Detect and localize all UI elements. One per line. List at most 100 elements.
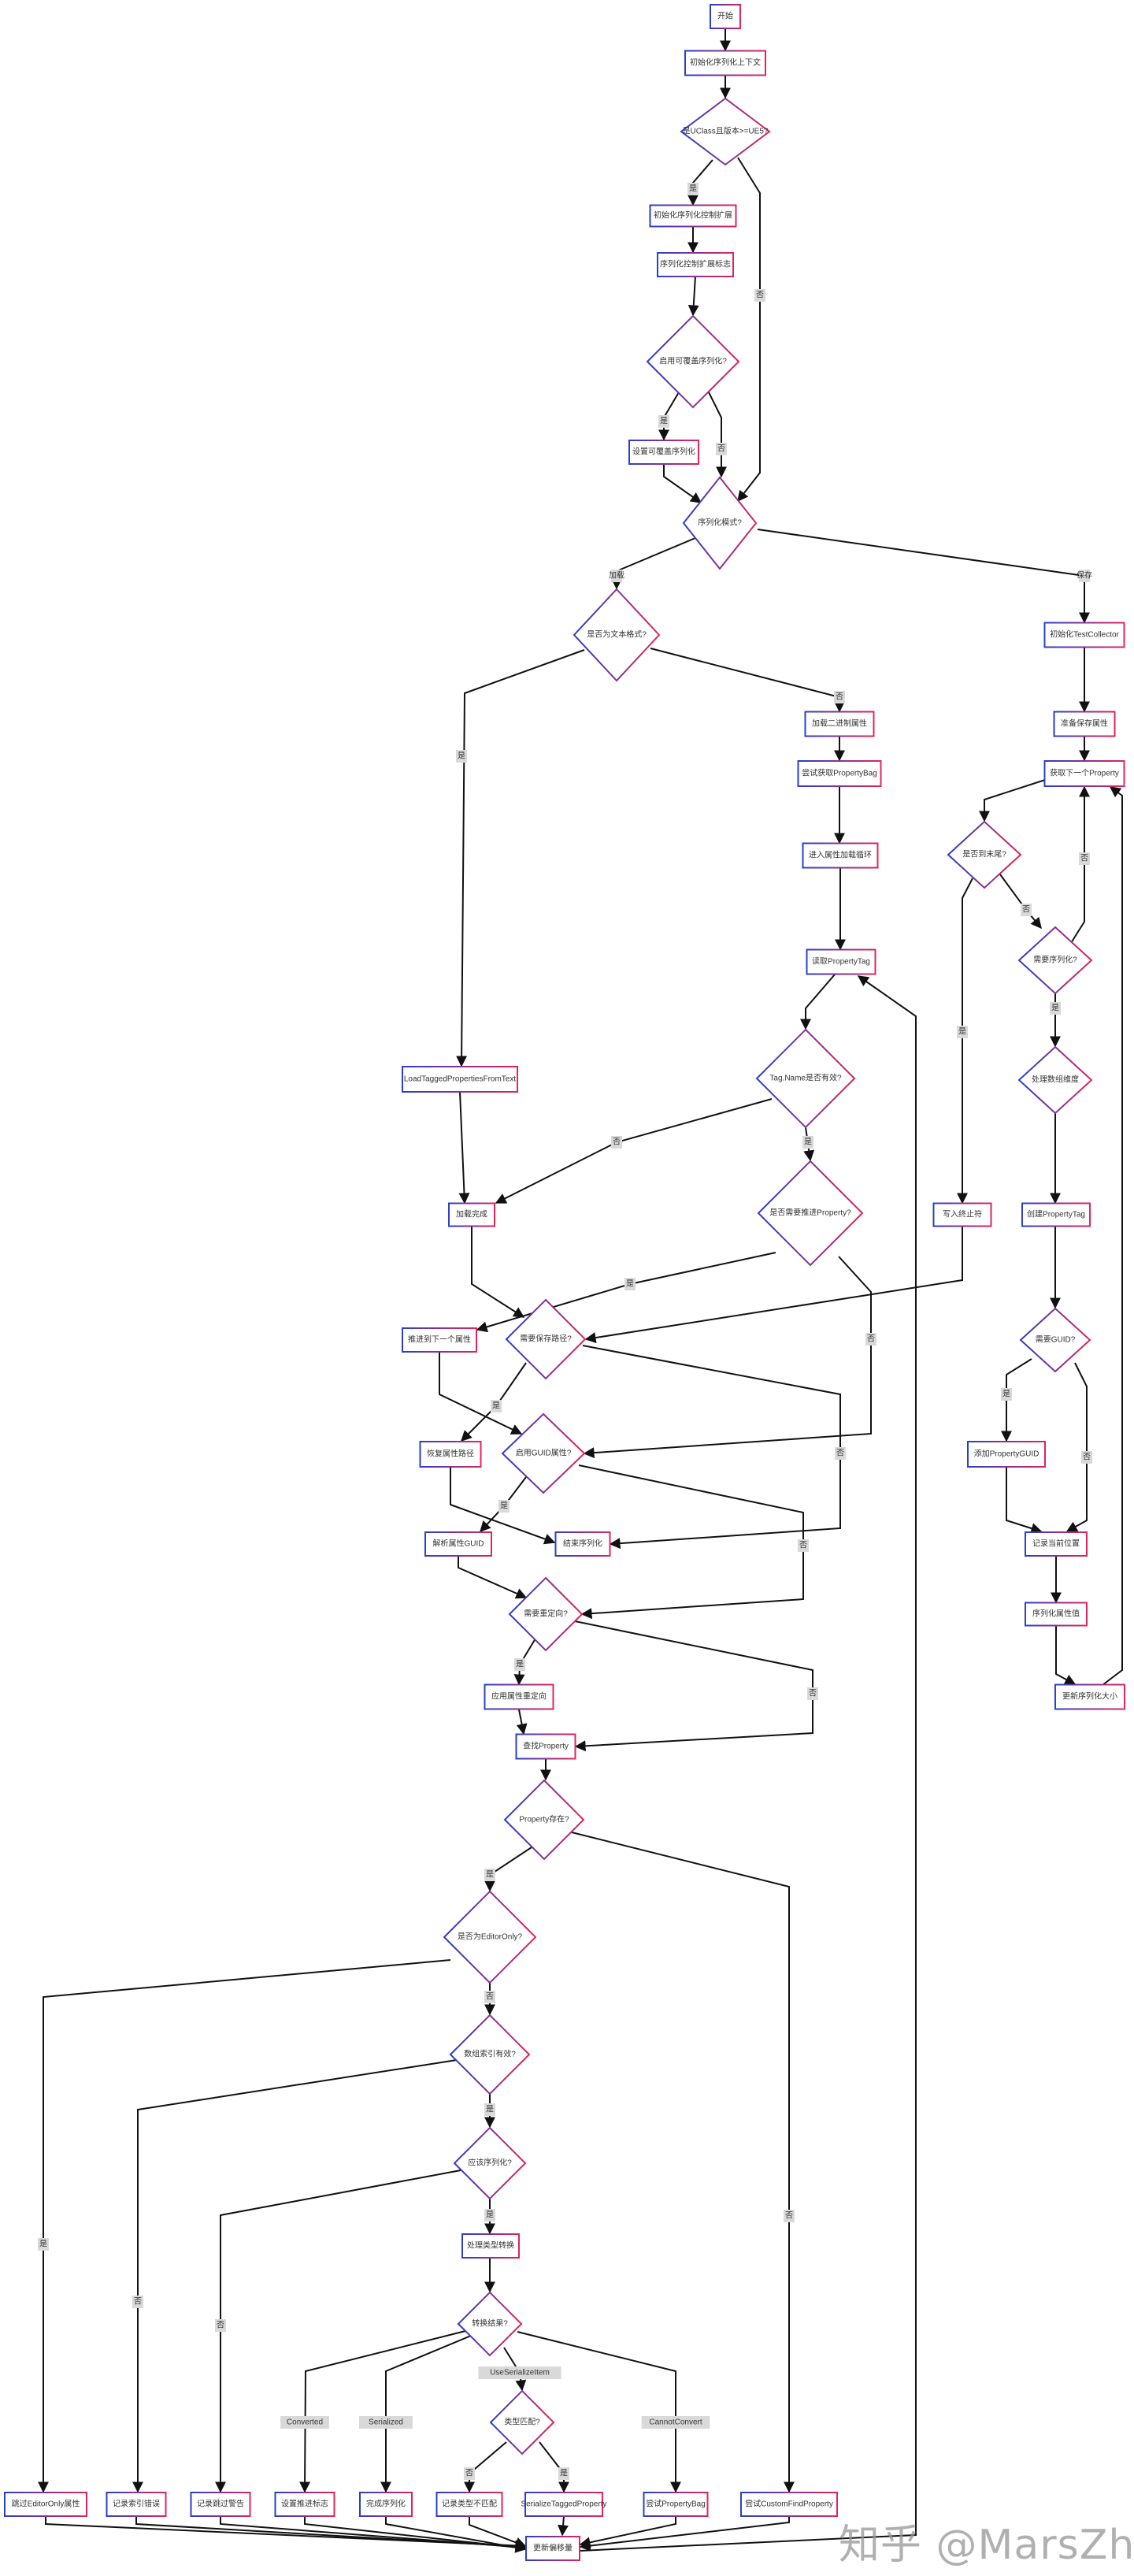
node-loadText: LoadTaggedPropertiesFromText — [402, 1066, 518, 1093]
node-label: 完成序列化 — [366, 2499, 406, 2509]
node-label: 开始 — [717, 11, 733, 21]
process-box — [190, 2492, 251, 2517]
node-label: 记录当前位置 — [1032, 1539, 1080, 1549]
process-box — [1021, 1202, 1091, 1227]
edge-label-bg — [484, 1869, 495, 1881]
process-box — [435, 2492, 503, 2517]
edge-label: 否 — [464, 2467, 475, 2480]
edge-finishSer-to-updateOffset — [385, 2516, 527, 2553]
decision-diamond — [449, 2014, 531, 2095]
edge-label-bg — [484, 2209, 495, 2222]
edge-label-bg — [1050, 1002, 1061, 1015]
edge-label-text: 是 — [486, 2105, 494, 2114]
edge-restore-to-endSer — [450, 1467, 556, 1545]
node-guidEn: 启用GUID属性? — [501, 1412, 586, 1494]
edge-advance-to-advanceNext — [476, 1252, 776, 1333]
node-label: 记录类型不匹配 — [442, 2499, 497, 2509]
edge-label: 是 — [38, 2238, 49, 2251]
node-arrayValid: 数组索引有效? — [449, 2014, 531, 2095]
node-label: 初始化序列化控制扩展 — [654, 210, 732, 221]
process-box — [524, 2492, 603, 2517]
edge-label-text: 保存 — [1077, 570, 1092, 581]
edge-label-bg — [835, 1447, 846, 1460]
edge-loadText-to-loaded — [458, 1091, 470, 1204]
decision-diamond — [489, 2389, 555, 2455]
node-label: 是否到末尾? — [962, 849, 1006, 859]
process-box — [402, 1066, 518, 1093]
node-override: 启用可覆盖序列化? — [646, 314, 740, 409]
edge-mode-to-isText — [611, 535, 702, 590]
node-label: 初始化序列化上下文 — [690, 58, 761, 68]
process-box — [554, 1531, 611, 1557]
edge-label-text: 否 — [613, 1138, 621, 1147]
node-convResult: 转换结果? — [457, 2291, 523, 2357]
process-box — [740, 2492, 838, 2517]
decision-diamond — [573, 588, 661, 682]
process-box — [484, 1683, 554, 1710]
process-box — [804, 711, 875, 737]
decision-diamond — [682, 476, 758, 570]
node-updateSize: 更新序列化大小 — [1054, 1683, 1125, 1710]
decision-diamond — [1017, 926, 1093, 995]
edge-loaded-to-savePath — [471, 1227, 525, 1318]
node-bag: 尝试获取PropertyBag — [797, 760, 882, 787]
edge-label-bg — [359, 2416, 413, 2429]
node-label: 序列化模式? — [698, 518, 742, 528]
node-label: 创建PropertyTag — [1027, 1209, 1085, 1219]
node-label: 应用属性重定向 — [491, 1691, 547, 1702]
node-createTag: 创建PropertyTag — [1021, 1202, 1091, 1227]
decision-diamond — [680, 97, 771, 166]
edge-label-text: 否 — [836, 1449, 844, 1458]
node-label: 解析属性GUID — [433, 1539, 484, 1549]
edge-label: 否 — [798, 1539, 809, 1552]
node-exists: Property存在? — [503, 1779, 585, 1861]
edge-label: 是 — [484, 2209, 495, 2222]
node-label: 设置推进标志 — [281, 2499, 328, 2509]
node-needGuid: 需要GUID? — [1019, 1307, 1091, 1373]
node-recordPos: 记录当前位置 — [1025, 1531, 1088, 1557]
edge-label-bg — [784, 2210, 795, 2222]
edge-label-bg — [456, 750, 467, 763]
edge-label-text: 是 — [1002, 1390, 1010, 1399]
edge-label: 否 — [807, 1687, 818, 1700]
decision-diamond — [503, 1779, 585, 1861]
decision-diamond — [508, 1576, 584, 1652]
edge-label-bg — [611, 1136, 622, 1149]
decision-diamond — [1017, 1045, 1093, 1115]
edge-shouldSer-to-skipWarn — [215, 2170, 461, 2493]
edge-label: 否 — [865, 1333, 876, 1346]
node-label: 序列化属性值 — [1032, 1609, 1080, 1619]
edge-label-bg — [1021, 904, 1032, 916]
node-label: 尝试获取PropertyBag — [802, 768, 877, 778]
edge-label-text: 是 — [500, 1501, 508, 1511]
edge-label-text: 是 — [458, 752, 465, 761]
process-box — [461, 2233, 520, 2259]
node-label: 更新序列化大小 — [1062, 1691, 1117, 1702]
edge-updateOffset-to-readTag — [579, 975, 917, 2552]
node-setOverride: 设置可覆盖序列化 — [628, 440, 699, 465]
node-loop: 进入属性加载循环 — [802, 842, 879, 869]
process-box — [1043, 622, 1125, 648]
node-setAdvance: 设置推进标志 — [274, 2492, 335, 2517]
edges-layer — [38, 28, 1123, 2553]
node-start: 开始 — [710, 4, 741, 29]
edge-label: 是 — [957, 1026, 968, 1038]
edge-label-bg — [641, 2416, 710, 2429]
edge-label-bg — [38, 2238, 49, 2251]
edge-label-text: Serialized — [369, 2418, 403, 2427]
node-prepSave: 准备保存属性 — [1053, 711, 1116, 737]
edge-label: 是 — [484, 1869, 495, 1881]
node-label: 进入属性加载循环 — [809, 850, 872, 860]
edge-label-bg — [865, 1333, 876, 1346]
node-customFind: 尝试CustomFindProperty — [740, 2492, 838, 2517]
edge-guidEn-to-redirect — [578, 1464, 804, 1620]
node-label: 加载完成 — [456, 1209, 487, 1219]
node-label: 结束序列化 — [563, 1539, 602, 1549]
process-box — [710, 4, 741, 29]
edge-label-bg — [802, 1136, 813, 1149]
process-box — [1043, 760, 1125, 787]
edge-label: Converted — [280, 2416, 329, 2429]
node-tryBag: 尝试PropertyBag — [643, 2492, 709, 2517]
edge-label: 是 — [498, 1500, 510, 1513]
